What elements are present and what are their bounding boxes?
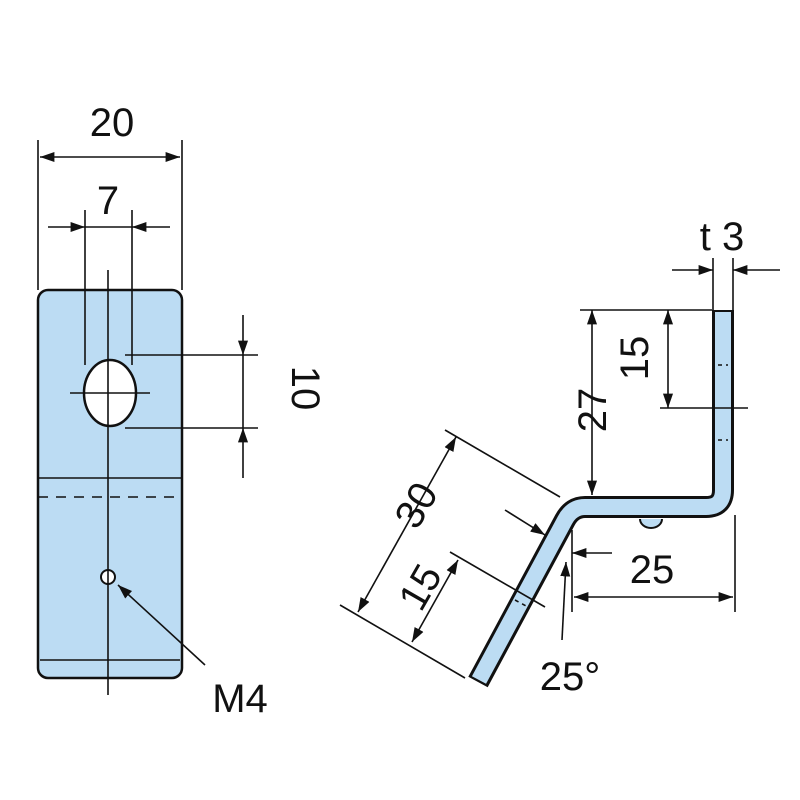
top-leg-label: 15 (613, 336, 657, 381)
hole-offset-label: 7 (97, 179, 119, 223)
front-view: 20 7 10 M4 (36, 101, 327, 721)
slot-length-label: 10 (283, 366, 327, 411)
bracket-profile (471, 312, 731, 684)
thread-label: M4 (212, 677, 268, 721)
offset-label: 25 (630, 548, 675, 592)
side-view: t 3 15 27 30 15 25 25° (339, 215, 780, 699)
height-label: 27 (571, 388, 615, 433)
angle-label: 25° (540, 655, 601, 699)
width-label: 20 (90, 101, 135, 145)
bracket-front-body (36, 288, 184, 680)
diagonal-length-label: 30 (387, 475, 447, 536)
diagonal-slot-label: 15 (391, 557, 451, 618)
m4-leader (117, 584, 206, 666)
thickness-label: t 3 (700, 215, 744, 259)
